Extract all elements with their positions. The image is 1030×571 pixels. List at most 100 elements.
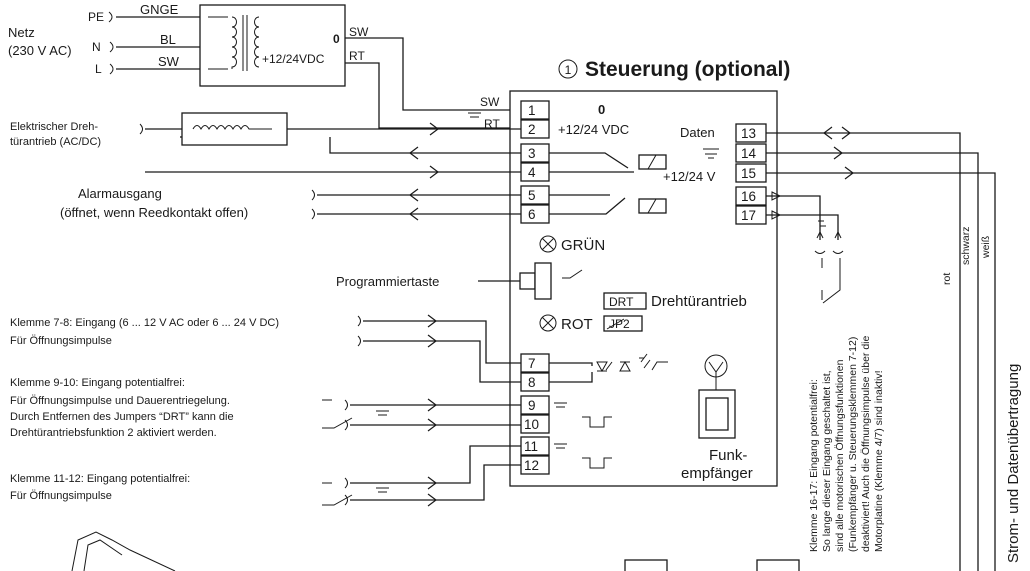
lamp-icon [539,314,557,332]
transformer-out-0: 0 [333,32,340,46]
svg-text:17: 17 [741,208,756,223]
terminal-1 [520,100,550,120]
ground-icon [554,443,567,449]
svg-text:3: 3 [528,146,536,161]
terminal-l: L [95,62,102,76]
svg-text:14: 14 [741,146,757,161]
cable-schwarz: schwarz [960,226,972,265]
ground-icon [554,402,567,408]
svg-text:2: 2 [528,122,536,137]
inner-voltage: +12/24 VDC [558,122,629,137]
svg-text:So lange dieser Eingang gescha: So lange dieser Eingang geschaltet ist, [821,370,833,552]
k910-line3: Durch Entfernen des Jumpers “DRT” kann d… [10,411,234,423]
mains-label-1: Netz [8,25,35,40]
plug-icons [108,11,114,75]
plug-icons [311,189,315,220]
switch-icon [322,445,521,507]
lamp-icon [539,235,557,253]
transformer-icon [208,15,260,71]
svg-text:10: 10 [524,417,539,432]
svg-text:Motorplatine (Klemme 4/7) sind: Motorplatine (Klemme 4/7) sind inaktiv! [873,371,885,553]
door-drive-sketch [71,531,176,571]
svg-text:5: 5 [528,188,536,203]
k78-line2: Für Öffnungsimpulse [10,335,112,347]
terminal-pe: PE [88,10,104,24]
bottom-terminal-block [624,559,668,571]
antenna-icon [704,354,728,390]
k78-line1: Klemme 7-8: Eingang (6 ... 12 V AC oder … [10,317,279,329]
svg-text:6: 6 [528,207,536,222]
switch-icon [821,258,841,304]
alarm-label-2: (öffnet, wenn Reedkontakt offen) [60,205,248,220]
switch-icon [322,398,521,432]
svg-text:16: 16 [741,189,756,204]
transformer-out-v: +12/24VDC [262,52,325,66]
controller-title: Steuerung (optional) [585,58,790,81]
plug-icon [139,123,143,135]
supply-rt: RT [484,117,500,131]
input-16-wire [766,195,821,240]
supply-sw: SW [480,95,500,109]
svg-text:sind alle motorischen Öffnungs: sind alle motorischen Öffnungsfunktionen [834,359,846,552]
svg-text:15: 15 [741,166,756,181]
terminal-10 [520,414,550,434]
mains-section: Netz (230 V AC) PE N L GNGE BL SW 0 +12/… [8,2,510,129]
program-button-label: Programmiertaste [336,274,439,289]
cable-weiss: weiß [980,236,992,259]
optocoupler-icon [549,353,668,383]
program-button-icon[interactable] [478,262,583,300]
jp2-label: JP2 [609,317,630,331]
k1112-line2: Für Öffnungsimpulse [10,490,112,502]
wire-sw: SW [158,54,180,69]
cable-rot: rot [941,273,953,285]
inner-0: 0 [598,102,605,117]
svg-text:9: 9 [528,398,536,413]
svg-text:7: 7 [528,356,536,371]
transformer-out-rt: RT [349,49,365,63]
plug-icons [357,315,361,347]
drt-jumper[interactable] [603,292,647,310]
svg-text:Klemme 16-17: Eingang potentia: Klemme 16-17: Eingang potentialfrei: [808,379,820,552]
bottom-terminal-block [756,559,800,571]
svg-text:8: 8 [528,375,536,390]
daten-label: Daten [680,125,715,140]
ground-icon [468,112,481,118]
mains-label-2: (230 V AC) [8,43,72,58]
gruen-label: GRÜN [561,236,605,254]
vertical-label: Strom- und Datenübertragung [1005,364,1022,563]
transformer-out-sw: SW [349,25,369,39]
number-circle-icon [558,59,578,79]
svg-text:12: 12 [524,458,539,473]
right-terminals: 13 14 15 16 17 [735,123,767,225]
k910-line4: Drehtürantriebsfunktion 2 aktiviert werd… [10,427,217,439]
k910-line1: Klemme 9-10: Eingang potentialfrei: [10,377,185,389]
plug-icons [814,230,844,254]
svg-text:1: 1 [528,103,536,118]
drehtuerantrieb-label: Drehtürantrieb [651,293,747,310]
motor-label-2: türantrieb (AC/DC) [10,136,101,148]
left-terminals: 1 2 3 4 5 6 7 8 9 10 11 12 [520,100,550,475]
svg-text:deaktiviert! Auch die Öffnungs: deaktiviert! Auch die Öffnungsimpulse üb… [860,335,872,552]
svg-text:(Funkempfänger u. Steuerungskl: (Funkempfänger u. Steuerungsklemmen 7-12… [847,337,859,552]
klemme1617-note: Klemme 16-17: Eingang potentialfrei: So … [808,335,885,552]
pulse-icon [582,457,612,469]
wire-gnge: GNGE [140,2,179,17]
pulse-icon [582,416,612,428]
svg-text:13: 13 [741,126,756,141]
terminal-n: N [92,40,101,54]
k1112-line1: Klemme 11-12: Eingang potentialfrei: [10,473,190,485]
relay-icon [549,194,667,215]
jp2-jumper[interactable] [603,315,643,332]
relay-icon [549,152,667,173]
funk-line2: empfänger [681,465,753,482]
wire-bl: BL [160,32,176,47]
svg-text:11: 11 [524,439,538,454]
k910-line2: Für Öffnungsimpulse und Dauerentriegelun… [10,395,230,407]
controller-header: 1 Steuerung (optional) [558,58,790,81]
drt-label: DRT [609,295,634,309]
svg-text:4: 4 [528,165,536,180]
ground-icon [818,220,826,227]
rot-label: ROT [561,316,593,333]
v24-label: +12/24 V [663,169,716,184]
